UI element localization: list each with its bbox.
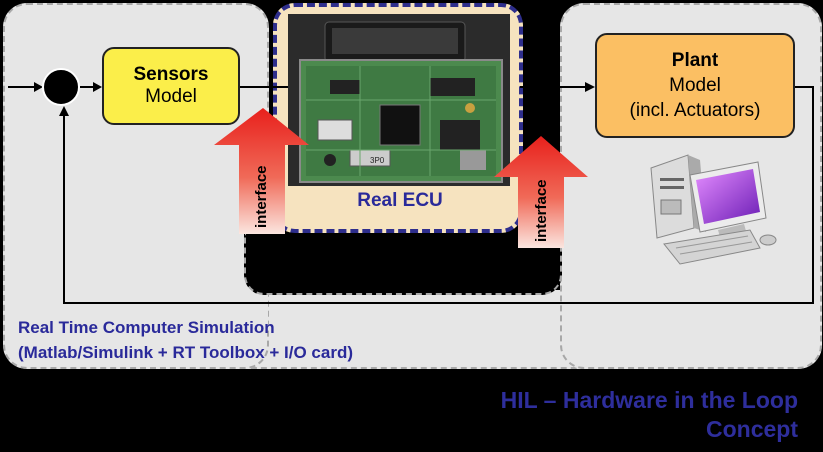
plant-line2: Model (669, 75, 721, 96)
black-notch (244, 233, 562, 295)
ecu-to-plant-arrow (520, 82, 595, 92)
input-signal-arrow (8, 82, 43, 92)
hil-title-line1: HIL – Hardware in the Loop (500, 387, 798, 413)
simulation-line2: (Matlab/Simulink + RT Toolbox + I/O card… (18, 343, 354, 362)
ecu-board-image: 3P0 (288, 14, 510, 186)
plant-line3: (incl. Actuators) (629, 100, 761, 121)
simulation-line1: Real Time Computer Simulation (18, 318, 275, 337)
ecu-chip-text: 3P0 (370, 156, 385, 165)
interface-arrow-left (214, 108, 309, 234)
summing-to-sensors-arrow (80, 82, 102, 92)
hil-title-line2: Concept (706, 416, 798, 442)
summing-junction (42, 68, 80, 106)
real-ecu-label: Real ECU (357, 190, 443, 211)
sensors-subtitle: Model (145, 86, 197, 107)
sensors-model-block: Sensors Model (102, 47, 240, 125)
panel-join-left (5, 290, 268, 330)
interface-label-right: interface (533, 179, 550, 242)
computer-icon (650, 154, 777, 265)
panel-join-right (562, 290, 820, 330)
plant-model-block: Plant Model (incl. Actuators) (595, 33, 795, 138)
hil-title: HIL – Hardware in the Loop Concept (430, 386, 798, 444)
interface-arrow-right (494, 136, 588, 248)
sensors-title: Sensors (133, 64, 209, 85)
simulation-caption: Real Time Computer Simulation (Matlab/Si… (18, 315, 353, 365)
interface-label-left: interface (253, 165, 270, 228)
feedback-loop-arrow (59, 86, 814, 304)
plant-title: Plant (671, 50, 719, 71)
